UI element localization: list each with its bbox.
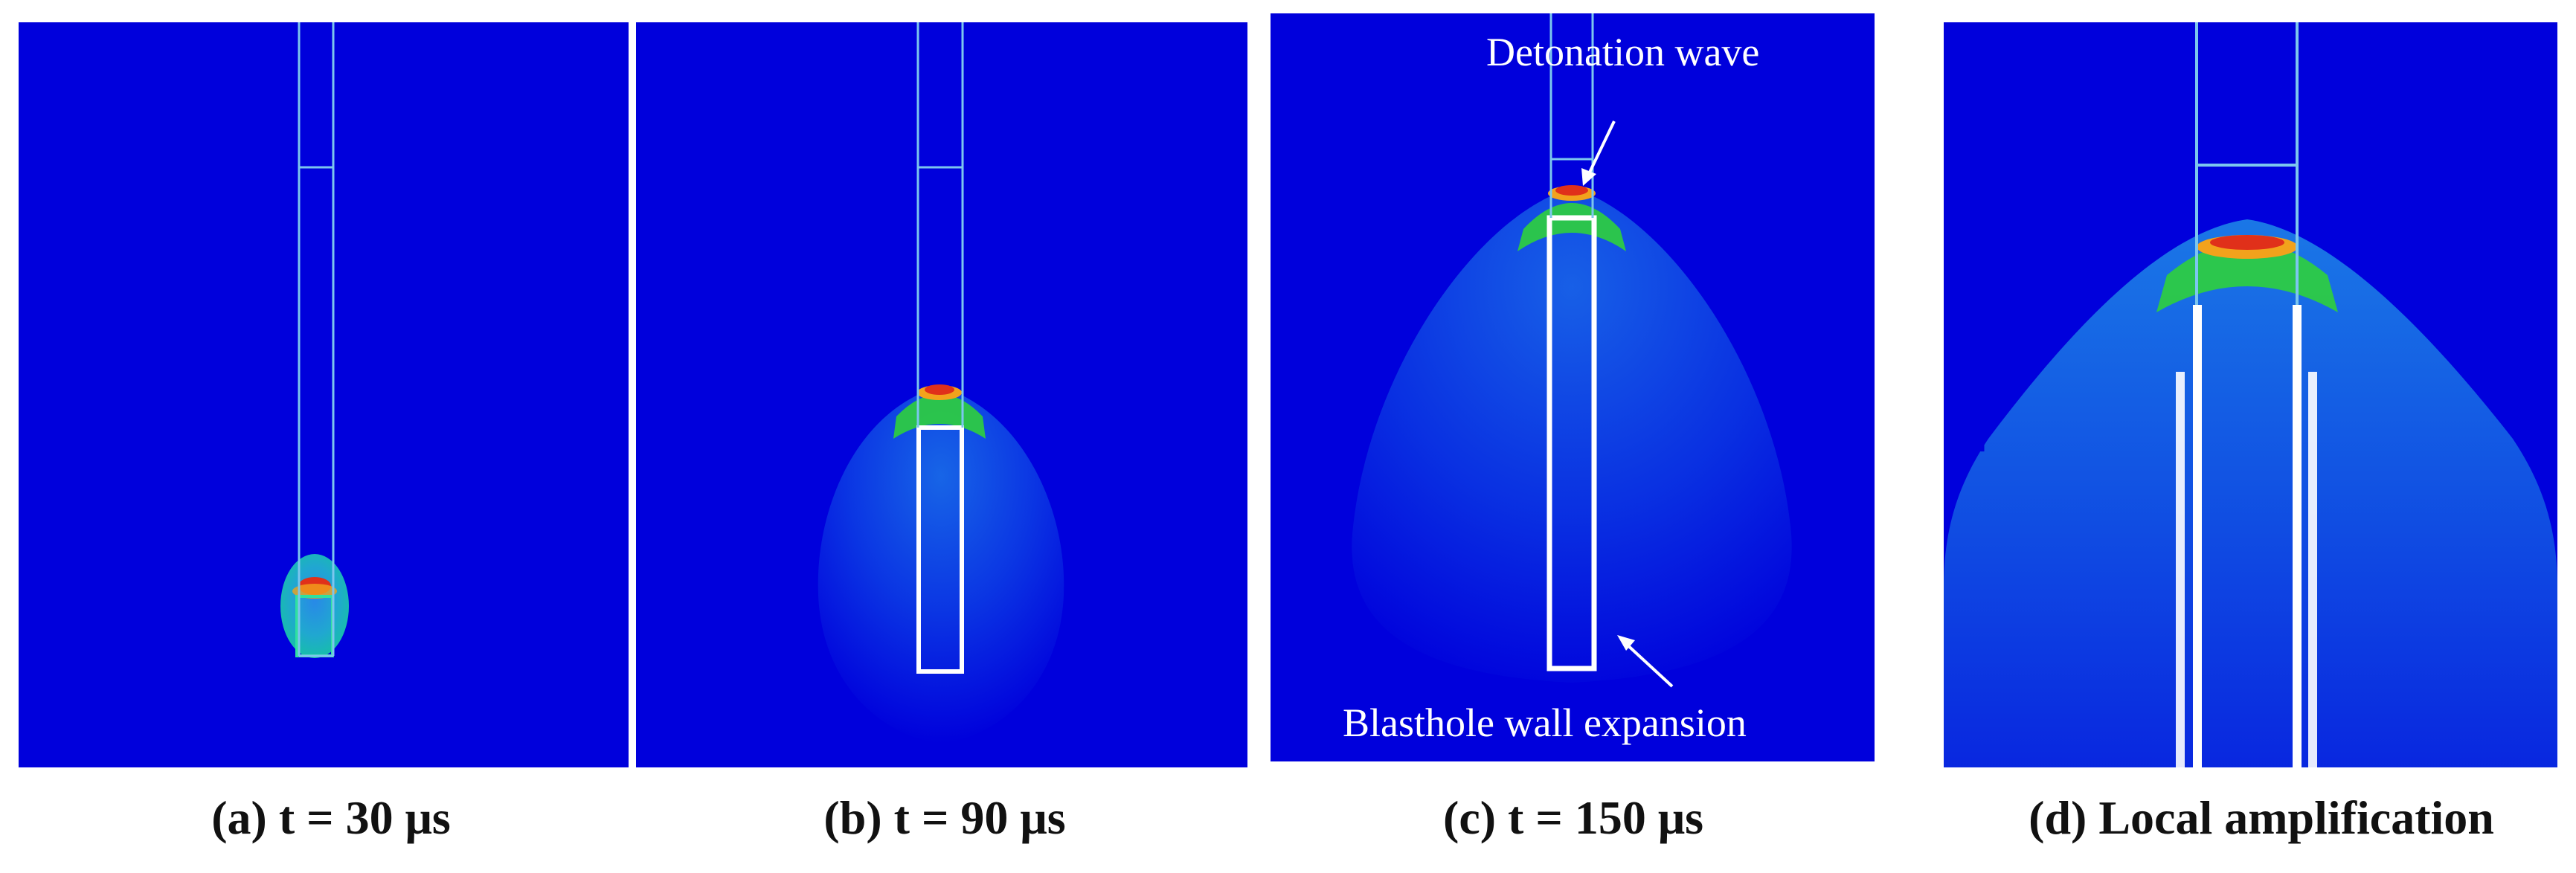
caption-a: (a) t = 30 μs <box>175 788 487 848</box>
arrow-expansion <box>1622 640 1674 688</box>
panel-b-wall <box>916 425 964 674</box>
caption-b: (b) t = 90 μs <box>788 788 1101 848</box>
arrow-detonation <box>1585 120 1616 179</box>
label-blasthole-wall-expansion: Blasthole wall expansion <box>1343 700 1747 745</box>
panel-d-image <box>1944 22 2557 767</box>
panel-a-explosion-zone <box>280 554 349 658</box>
panel-c-simulation <box>1271 13 1875 761</box>
panel-d-simulation <box>1944 22 2557 767</box>
caption-c-text: t = 150 μs <box>1508 791 1703 844</box>
panel-b-stress-wave <box>818 387 1064 744</box>
panel-b-simulation <box>636 22 1247 767</box>
caption-b-label: (b) <box>823 791 882 844</box>
caption-a-label: (a) <box>211 791 267 844</box>
panel-b-image <box>636 22 1247 767</box>
panel-c-image <box>1271 13 1875 761</box>
panel-d-wall-left <box>2193 305 2202 767</box>
panel-c-stress-wave <box>1352 188 1792 683</box>
panel-d-stress-wave <box>1944 219 2557 767</box>
caption-c-label: (c) <box>1443 791 1497 844</box>
panel-d-wall-right <box>2293 305 2302 767</box>
label-detonation-wave: Detonation wave <box>1486 30 1760 74</box>
panel-a-simulation <box>19 22 629 767</box>
panel-a-image <box>19 22 629 767</box>
caption-d: (d) Local amplification <box>1956 788 2566 848</box>
panel-c-wall <box>1546 215 1597 671</box>
caption-d-text: Local amplification <box>2098 791 2494 844</box>
caption-a-text: t = 30 μs <box>278 791 451 844</box>
caption-d-label: (d) <box>2029 791 2087 844</box>
caption-b-text: t = 90 μs <box>893 791 1066 844</box>
panel-divider <box>630 22 635 767</box>
caption-c: (c) t = 150 μs <box>1410 788 1737 848</box>
